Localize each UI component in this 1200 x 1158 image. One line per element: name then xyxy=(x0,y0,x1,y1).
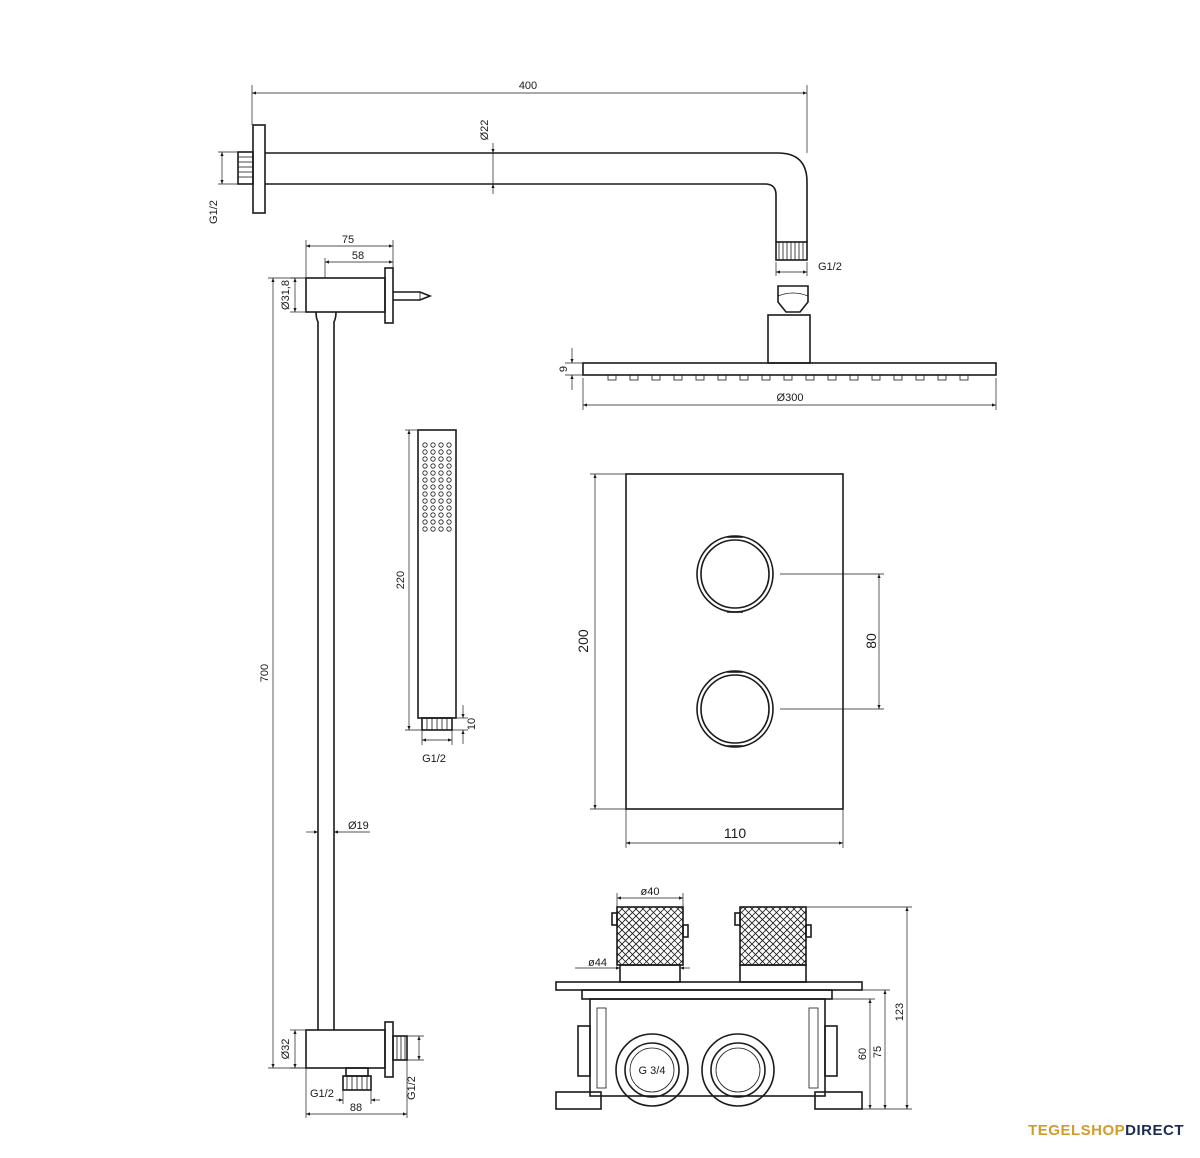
dim-knob-diameter: ø40 xyxy=(616,886,684,907)
dim-box-depths: 123 75 60 xyxy=(806,906,912,1110)
arm-end-thread-label: G1/2 xyxy=(818,261,842,273)
slide-rail xyxy=(305,267,433,1091)
rail-top-bracket xyxy=(305,277,386,313)
hand-thread-label: G1/2 xyxy=(422,753,446,765)
box-plate xyxy=(555,981,863,991)
dim-outlet-thread-left: G1/2 xyxy=(310,1088,380,1104)
dim-rail-bottom: Ø32 xyxy=(280,1029,306,1069)
dim-bracket: 75 58 xyxy=(305,234,394,278)
dim-rail-diameter: Ø19 xyxy=(306,820,370,834)
outlet-thread-right-label: G1/2 xyxy=(406,1076,418,1100)
bracket-depth-label: 75 xyxy=(342,234,354,246)
concealed-box: G 3/4 xyxy=(555,906,863,1110)
dim-knob-base: ø44 xyxy=(575,957,690,970)
shower-arm xyxy=(237,124,808,261)
hand-length-label: 220 xyxy=(395,571,407,589)
outlet-thread-left-label: G1/2 xyxy=(310,1088,334,1100)
dim-rail-top: Ø31,8 xyxy=(280,277,306,313)
thermostat-plate xyxy=(625,473,844,810)
dim-plate-height: 200 xyxy=(575,473,626,810)
box-inner-label: 60 xyxy=(857,1048,869,1060)
box-mid-label: 75 xyxy=(872,1046,884,1058)
brand-part2: DIRECT xyxy=(1125,1122,1184,1139)
dim-arm-thread: G1/2 xyxy=(208,151,238,224)
rail-diameter-label: Ø19 xyxy=(348,820,369,832)
dim-outlet-thread-right: G1/2 xyxy=(406,1035,424,1100)
box-body xyxy=(589,998,826,1097)
dim-head-diameter: Ø300 xyxy=(582,378,997,410)
wall-flange xyxy=(252,124,266,214)
outlet-width-label: 88 xyxy=(350,1102,362,1114)
box-total-label: 123 xyxy=(894,1003,906,1021)
brand-part1: TEGELSHOP xyxy=(1028,1122,1126,1139)
shower-head xyxy=(582,285,997,381)
knob-diameter-label: ø40 xyxy=(641,886,660,898)
knob-spacing-label: 80 xyxy=(863,633,879,649)
arm-thread xyxy=(237,151,254,185)
dim-hand-length: 220 xyxy=(395,429,422,731)
plate-width-label: 110 xyxy=(724,825,747,841)
dim-rail-length: 700 xyxy=(259,277,306,1069)
lower-knob xyxy=(696,670,774,748)
dim-hand-thread-len: 10 xyxy=(452,705,478,744)
rail-bottom-outlet xyxy=(305,1029,386,1069)
bracket-inner-label: 58 xyxy=(352,250,364,262)
rail-bottom-label: Ø32 xyxy=(280,1039,292,1060)
knob-base-label: ø44 xyxy=(588,957,607,969)
box-thread-label: G 3/4 xyxy=(639,1065,666,1077)
arm-diameter-label: Ø22 xyxy=(479,120,491,141)
brand-logo: TEGELSHOPDIRECT xyxy=(1028,1122,1184,1139)
arm-length-label: 400 xyxy=(519,80,537,92)
dim-knob-spacing: 80 xyxy=(780,573,884,710)
dim-outlet-width: 88 xyxy=(305,1060,408,1118)
dim-arm-end-thread: G1/2 xyxy=(775,261,842,276)
dim-head-thickness: 9 xyxy=(558,348,583,390)
hand-thread-len-label: 10 xyxy=(466,718,478,730)
arm-end-thread xyxy=(775,241,808,261)
dim-arm-length: 400 xyxy=(251,80,808,153)
head-thickness-label: 9 xyxy=(558,366,570,372)
arm-thread-label: G1/2 xyxy=(208,200,220,224)
hand-shower xyxy=(417,429,457,731)
dim-plate-width: 110 xyxy=(625,809,844,848)
upper-knob xyxy=(696,535,774,613)
dim-arm-diameter: Ø22 xyxy=(479,120,495,194)
rail-top-label: Ø31,8 xyxy=(280,280,292,310)
plate-height-label: 200 xyxy=(575,629,591,653)
rail-length-label: 700 xyxy=(259,664,271,682)
head-diameter-label: Ø300 xyxy=(777,392,804,404)
dim-hand-thread: G1/2 xyxy=(421,730,453,765)
